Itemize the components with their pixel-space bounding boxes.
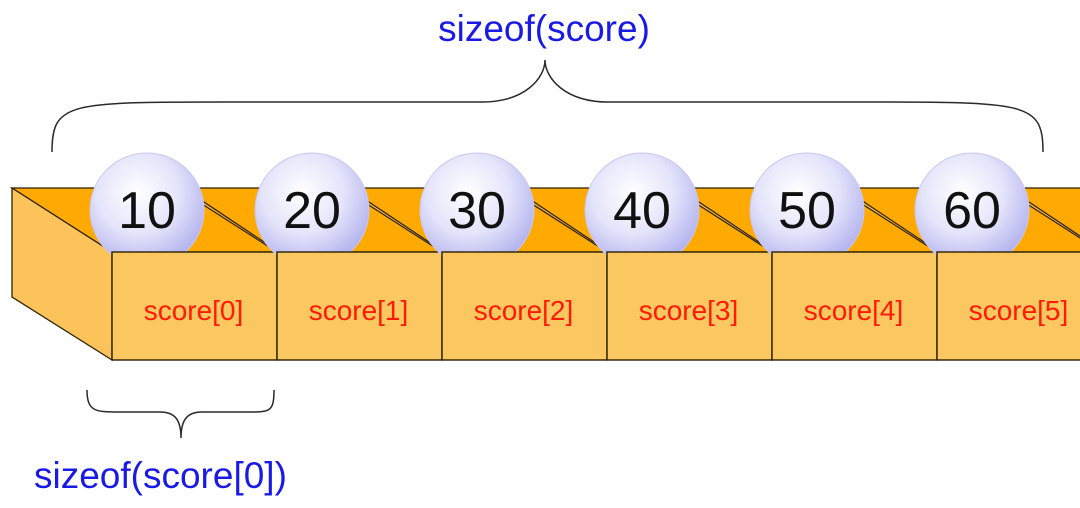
array-boxes: 10 score[0] 20 score[1] 30 score[2] 40 score[3]… [9, 152, 1080, 362]
element-label: score[5] [969, 295, 1069, 326]
box-front-face [441, 251, 608, 361]
total-size-text: sizeof(score) [438, 8, 650, 49]
element-size-brace [86, 389, 275, 439]
total-size-label: sizeof(score) [0, 8, 1080, 50]
element-label: score[0] [144, 295, 244, 326]
element-size-label: sizeof(score[0]) [34, 455, 287, 496]
element-value: 50 [778, 182, 836, 240]
element-value: 40 [613, 182, 671, 240]
box-front-face [606, 251, 773, 361]
array-size-brace [51, 59, 1044, 153]
element-label: score[2] [474, 295, 574, 326]
box-front-face [111, 251, 278, 361]
element-value: 60 [943, 182, 1001, 240]
element-label: score[1] [309, 295, 409, 326]
box-front-face [276, 251, 443, 361]
element-value: 10 [118, 182, 176, 240]
element-label: score[4] [804, 295, 904, 326]
element-value: 30 [448, 182, 506, 240]
element-label: score[3] [639, 295, 739, 326]
box-front-face [936, 251, 1080, 361]
element-value: 20 [283, 182, 341, 240]
box-front-face [771, 251, 938, 361]
